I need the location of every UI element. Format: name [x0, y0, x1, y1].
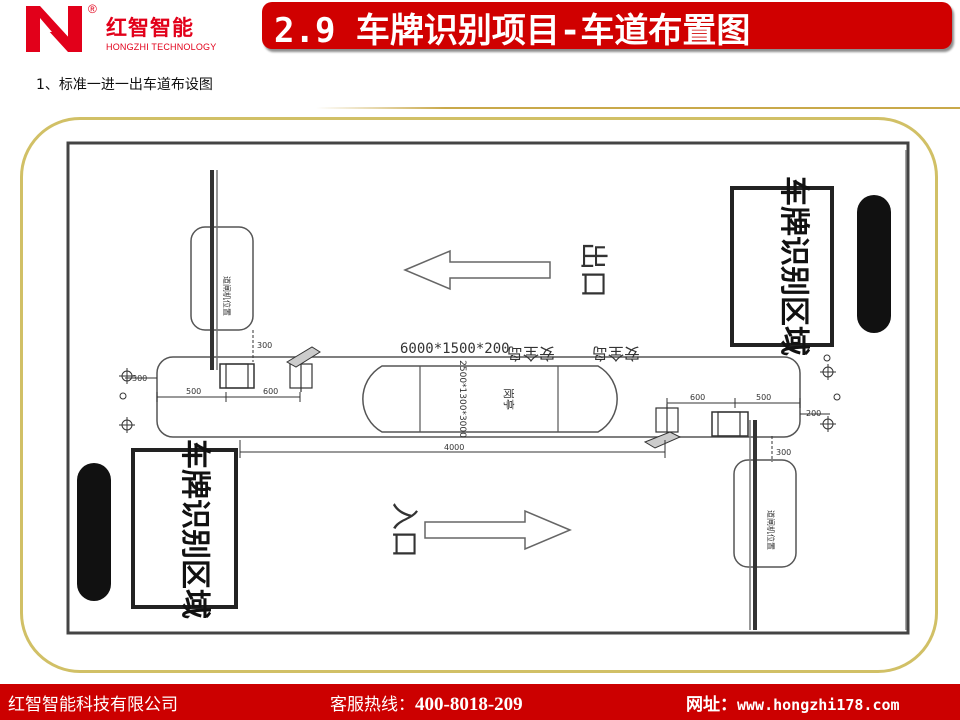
title-bar: 2.9 车牌识别项目-车道布置图 [262, 2, 952, 51]
header-divider [316, 107, 960, 109]
registered-mark: ® [88, 2, 97, 16]
dim-600-right: 600 [690, 393, 705, 402]
dim-500-left: 500 [186, 387, 201, 396]
recognition-zone-right [730, 186, 834, 347]
footer-bar: 红智智能科技有限公司 客服热线：400-8018-209 网址：www.hong… [0, 684, 960, 720]
island-dims: 6000*1500*200 [400, 341, 510, 357]
bollard-right [857, 195, 891, 333]
gate-barrier-label-left: 道闸机位置 [222, 276, 232, 316]
brand-name-cn: 红智智能 [106, 16, 194, 40]
website-url: www.hongzhi178.com [737, 696, 900, 714]
gate-barrier-label-right: 道闸机位置 [766, 510, 776, 550]
lane-layout-diagram: 岗亭 2500*1300*3000 6000*1500*200 安全岛 安全岛 … [66, 141, 910, 635]
footer-hotline: 客服热线：400-8018-209 [330, 690, 523, 716]
booth-dims: 2500*1300*3000 [457, 360, 467, 438]
dim-200-right: 200 [806, 409, 821, 418]
entry-arrow-icon [424, 509, 572, 551]
recognition-zone-left [131, 448, 238, 609]
recognition-zone-right-label: 车牌识别区域 [776, 176, 811, 356]
booth [362, 365, 618, 433]
exit-label: 出口 [577, 242, 610, 298]
dim-600-left: 600 [263, 387, 278, 396]
footer-website: 网址：www.hongzhi178.com [686, 690, 900, 715]
barrier-arm-zone-right [733, 459, 797, 568]
island-note-1: 安全岛 [507, 344, 555, 363]
island-note-2: 安全岛 [592, 344, 640, 363]
exit-arrow-icon [403, 249, 551, 291]
recognition-zone-left-label: 车牌识别区域 [177, 439, 212, 619]
page-title: 2.9 车牌识别项目-车道布置图 [274, 11, 751, 51]
dim-500-right: 500 [756, 393, 771, 402]
hongzhi-logo-icon [26, 6, 82, 52]
footer-company: 红智智能科技有限公司 [8, 695, 178, 715]
survey-markers [119, 354, 841, 433]
hotline-number: 400-8018-209 [415, 694, 523, 715]
brand-name-en: HONGZHI TECHNOLOGY [106, 42, 217, 52]
dim-4000: 4000 [444, 443, 464, 452]
dim-300-left-top: 300 [257, 341, 272, 350]
company-logo: ® 红智智能 HONGZHI TECHNOLOGY [22, 2, 222, 56]
website-label: 网址： [686, 695, 737, 715]
hotline-label: 客服热线： [330, 695, 415, 715]
entry-label: 入口 [388, 502, 421, 558]
barrier-arm-zone-left [190, 226, 254, 331]
section-subtitle: 1、标准一进一出车道布设图 [36, 77, 213, 93]
bollard-left [77, 463, 111, 601]
booth-label: 岗亭 [502, 388, 516, 410]
dim-300-right-bottom: 300 [776, 448, 791, 457]
